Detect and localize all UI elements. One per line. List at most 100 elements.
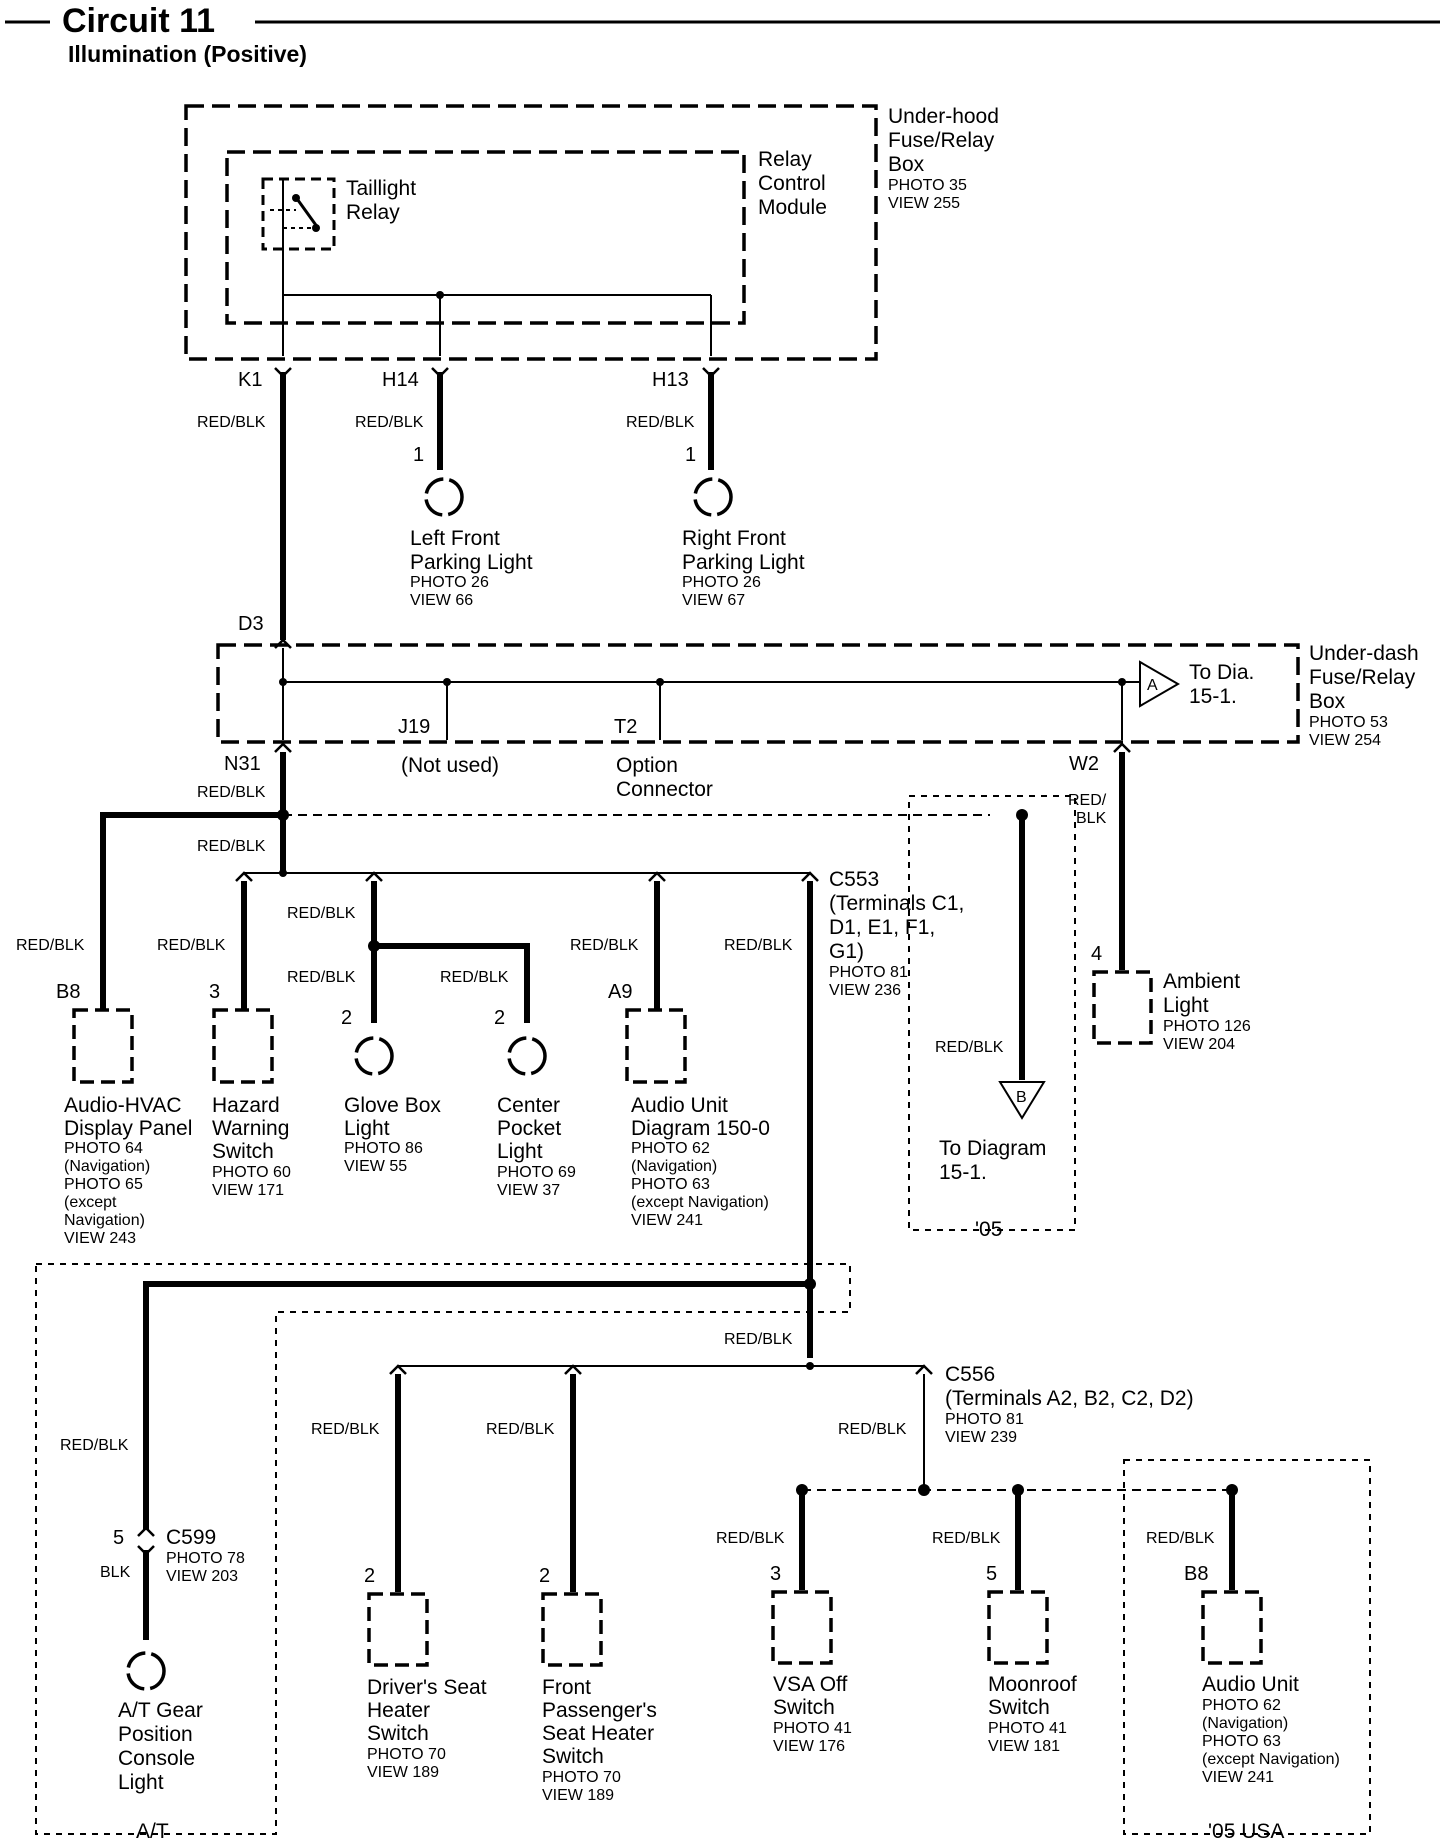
pin-d3: D3: [238, 613, 264, 635]
underdash-box: [216, 643, 1300, 744]
at-region: [35, 1263, 851, 1835]
underdash-label-1: Under-dash: [1309, 642, 1419, 665]
pin-gb-2: 2: [341, 1007, 352, 1029]
lf-park-1: Left Front: [410, 527, 500, 550]
connector-b-tag: B: [1016, 1089, 1027, 1106]
center-pocket-photo: PHOTO 69: [497, 1164, 576, 1181]
at-gear-4: Light: [118, 1771, 164, 1794]
to-diagram-b-1: To Diagram: [939, 1137, 1046, 1160]
front-pass-2: Passenger's: [542, 1699, 657, 1722]
audio-unit-icon: [625, 1008, 687, 1084]
ambient-light-icon: [1092, 970, 1153, 1045]
splice-dot: [918, 1484, 930, 1496]
glovebox-1: Glove Box: [344, 1094, 441, 1117]
wire-label-ahvac: RED/BLK: [16, 937, 85, 954]
audio-unit-n1: PHOTO 62: [631, 1140, 710, 1157]
c599-photo: PHOTO 78: [166, 1550, 245, 1567]
driver-seat-1: Driver's Seat: [367, 1676, 487, 1699]
ambient-photo: PHOTO 126: [1163, 1018, 1251, 1035]
at-gear-2: Position: [118, 1723, 193, 1746]
pin-moon-5: 5: [986, 1563, 997, 1585]
at-gear-bulb-icon: [126, 1651, 166, 1691]
front-pass-4: Switch: [542, 1745, 604, 1768]
wire-label-vsa: RED/BLK: [716, 1530, 785, 1547]
pin-fp-2: 2: [539, 1565, 550, 1587]
audio-unit-n3: PHOTO 63: [631, 1176, 710, 1193]
vsa-1: VSA Off: [773, 1673, 847, 1696]
underhood-label-3: Box: [888, 153, 925, 176]
hazard-switch-icon: [212, 1008, 274, 1084]
y05-region: [908, 795, 1076, 1231]
center-pocket-view: VIEW 37: [497, 1182, 560, 1199]
pin-ds-2: 2: [364, 1565, 375, 1587]
pin-vsa-3: 3: [770, 1563, 781, 1585]
c553-4: G1): [829, 940, 864, 963]
pin-lf-1: 1: [413, 444, 424, 466]
moonroof-view: VIEW 181: [988, 1738, 1060, 1755]
audio-unit2-n2: (Navigation): [1202, 1715, 1288, 1732]
lf-park-photo: PHOTO 26: [410, 574, 489, 591]
connector-a-tag: A: [1147, 677, 1158, 694]
audio-unit2-n3: PHOTO 63: [1202, 1733, 1281, 1750]
at-gear-1: A/T Gear: [118, 1699, 203, 1722]
splice-dot: [279, 678, 287, 686]
option-connector-1: Option: [616, 754, 678, 777]
wire-label-gb2: RED/BLK: [287, 969, 356, 986]
to-dia-a-1: To Dia.: [1189, 661, 1254, 684]
glovebox-2: Light: [344, 1117, 390, 1140]
audio-hvac-1: Audio-HVAC: [64, 1094, 182, 1117]
audio-unit2-icon: [1201, 1590, 1263, 1665]
underdash-label-3: Box: [1309, 690, 1346, 713]
c553-3: D1, E1, F1,: [829, 916, 935, 939]
lf-bulb-icon: [424, 477, 464, 517]
pin-h14: H14: [382, 369, 419, 391]
audio-hvac-icon: [72, 1008, 134, 1084]
vsa-2: Switch: [773, 1696, 835, 1719]
c556-1: C556: [945, 1363, 995, 1386]
vsa-photo: PHOTO 41: [773, 1720, 852, 1737]
wire-label-at-blk: BLK: [100, 1564, 131, 1581]
audio-unit2-1: Audio Unit: [1202, 1673, 1299, 1696]
front-pass-1: Front: [542, 1676, 591, 1699]
audio-hvac-n3: PHOTO 65: [64, 1176, 143, 1193]
glovebox-bulb-icon: [354, 1036, 394, 1076]
c553-view: VIEW 236: [829, 982, 901, 999]
driver-seat-view: VIEW 189: [367, 1764, 439, 1781]
taillight-relay: [261, 177, 336, 251]
wire-label-c556r: RED/BLK: [838, 1421, 907, 1438]
pin-t2: T2: [614, 716, 637, 738]
center-pocket-3: Light: [497, 1140, 543, 1163]
rcm-label-3: Module: [758, 196, 827, 219]
hazard-photo: PHOTO 60: [212, 1164, 291, 1181]
at-gear-wire: [143, 1281, 810, 1530]
splice-dot: [806, 1362, 814, 1370]
wire-label-c556: RED/BLK: [724, 1331, 793, 1348]
wire-label-au2: RED/BLK: [1146, 1530, 1215, 1547]
rf-bulb-icon: [693, 477, 733, 517]
audio-unit-n4: (except Navigation): [631, 1194, 769, 1211]
page-subtitle: Illumination (Positive): [68, 41, 307, 67]
pin-amb-4: 4: [1091, 943, 1102, 965]
underhood-label-1: Under-hood: [888, 105, 999, 128]
wire-label-au: RED/BLK: [570, 937, 639, 954]
pin-au-b8: B8: [1184, 1563, 1208, 1585]
audio-hvac-n4: (except: [64, 1194, 117, 1211]
wire-label-k1: RED/BLK: [197, 414, 266, 431]
center-pocket-wire: [374, 943, 530, 1023]
splice-dot: [279, 869, 287, 877]
wire-label-w2-b: BLK: [1076, 810, 1107, 827]
underdash-label-2: Fuse/Relay: [1309, 666, 1416, 689]
wire-label-h13: RED/BLK: [626, 414, 695, 431]
pin-n31: N31: [224, 753, 261, 775]
audio-unit2-n1: PHOTO 62: [1202, 1697, 1281, 1714]
pin-rf-1: 1: [685, 444, 696, 466]
c556-2: (Terminals A2, B2, C2, D2): [945, 1387, 1194, 1410]
moonroof-1: Moonroof: [988, 1673, 1077, 1696]
wire-label-hazard: RED/BLK: [157, 937, 226, 954]
at-gear-3: Console: [118, 1747, 195, 1770]
to-dia-a-2: 15-1.: [1189, 685, 1237, 708]
c599-view: VIEW 203: [166, 1568, 238, 1585]
wire-label-at: RED/BLK: [60, 1437, 129, 1454]
connector-b-triangle: [998, 1081, 1046, 1120]
front-pass-view: VIEW 189: [542, 1787, 614, 1804]
